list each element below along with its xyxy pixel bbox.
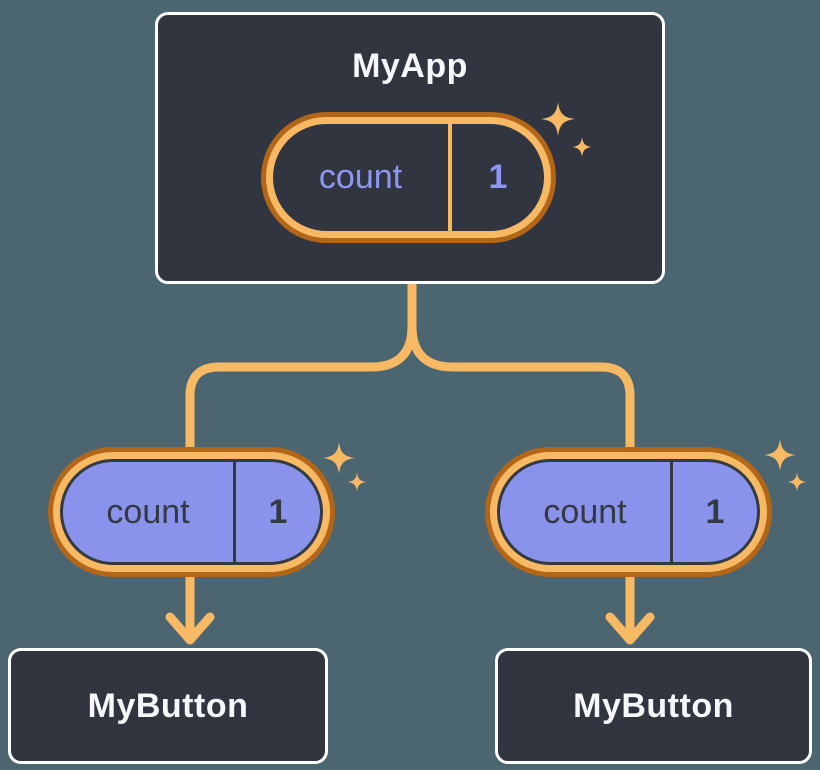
pill-divider <box>670 462 673 562</box>
pill-ring: count 1 <box>266 117 551 238</box>
node-myapp: MyApp count 1 <box>155 12 665 284</box>
node-title: MyApp <box>352 47 468 85</box>
pill-label: count <box>318 158 403 196</box>
pill-divider <box>233 462 236 562</box>
sparkle-icon <box>347 472 367 492</box>
pill-label: count <box>543 492 627 531</box>
pill-label: count <box>106 492 190 531</box>
pill-body: count 1 <box>273 124 544 231</box>
pill-body: count 1 <box>60 459 323 565</box>
pill-value: 1 <box>268 492 288 531</box>
pill-ring: count 1 <box>53 452 330 572</box>
prop-pill-right: count 1 <box>485 447 772 577</box>
connector-root-to-left-child <box>185 279 417 454</box>
sparkle-icon <box>764 439 796 471</box>
prop-pill-left: count 1 <box>48 447 335 577</box>
node-mybutton-right: MyButton <box>495 648 812 764</box>
connector-root-to-right-child <box>407 279 635 454</box>
node-title: MyButton <box>573 686 734 725</box>
node-title: MyButton <box>87 686 249 725</box>
right-arrow-down-icon <box>605 612 655 645</box>
pill-value: 1 <box>705 492 725 531</box>
node-mybutton-left: MyButton <box>8 648 328 764</box>
state-pill-myapp: count 1 <box>261 112 556 243</box>
sparkle-icon <box>323 442 355 474</box>
pill-value: 1 <box>488 158 508 196</box>
left-arrow-down-icon <box>165 612 215 645</box>
pill-body: count 1 <box>497 459 760 565</box>
sparkle-icon <box>787 472 807 492</box>
pill-divider <box>448 124 452 231</box>
pill-ring: count 1 <box>490 452 767 572</box>
